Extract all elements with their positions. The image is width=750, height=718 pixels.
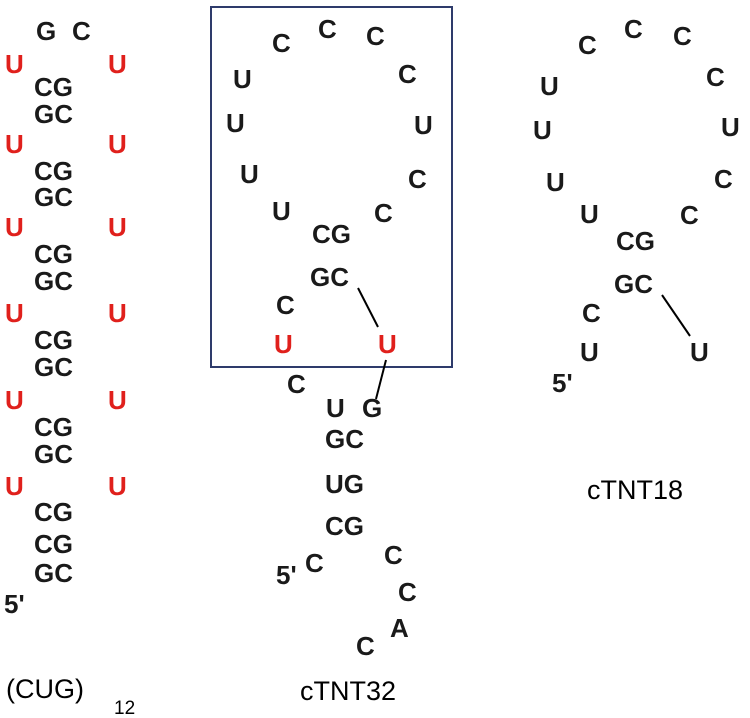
- nucleotide: U: [108, 212, 127, 242]
- base-pair: GC: [310, 262, 349, 292]
- nucleotide: G: [36, 16, 56, 46]
- nucleotide: C: [398, 59, 417, 89]
- nucleotide: U: [233, 64, 252, 94]
- nucleotide: U: [5, 385, 24, 415]
- nucleotide: C: [72, 16, 91, 46]
- five-prime-label: 5': [276, 560, 297, 590]
- nucleotide: U: [108, 49, 127, 79]
- base-pair: GC: [34, 439, 73, 469]
- nucleotide: C: [706, 62, 725, 92]
- nucleotide: U: [690, 337, 709, 367]
- base-pair: GC: [34, 266, 73, 296]
- highlight-box: [210, 6, 453, 368]
- caption-ctnt32: cTNT32: [300, 676, 396, 706]
- base-pair: GC: [34, 558, 73, 588]
- nucleotide: C: [408, 164, 427, 194]
- nucleotide: C: [714, 164, 733, 194]
- base-pair: GC: [325, 424, 364, 454]
- base-pair: CG: [34, 529, 73, 559]
- caption-ctnt18: cTNT18: [587, 475, 683, 505]
- nucleotide: U: [5, 212, 24, 242]
- nucleotide: U: [378, 329, 397, 359]
- nucleotide: C: [582, 298, 601, 328]
- nucleotide: C: [366, 21, 385, 51]
- nucleotide: U: [580, 337, 599, 367]
- nucleotide: G: [362, 393, 382, 423]
- nucleotide: U: [540, 71, 559, 101]
- base-pair: UG: [325, 469, 364, 499]
- base-pair: GC: [34, 182, 73, 212]
- nucleotide: U: [326, 393, 345, 423]
- nucleotide: C: [398, 577, 417, 607]
- nucleotide: C: [624, 14, 643, 44]
- structure-ctnt18: U U U U C C C C U C C CG GC C U 5' U cTN…: [533, 14, 740, 505]
- nucleotide: C: [578, 30, 597, 60]
- caption-subscript: 12: [114, 698, 135, 718]
- nucleotide: C: [680, 200, 699, 230]
- nucleotide: C: [272, 28, 291, 58]
- caption-cug12: (CUG): [6, 674, 84, 704]
- base-pair: CG: [325, 511, 364, 541]
- base-pair: CG: [34, 239, 73, 269]
- nucleotide: U: [226, 108, 245, 138]
- nucleotide: C: [318, 14, 337, 44]
- base-pair: CG: [34, 325, 73, 355]
- nucleotide: U: [414, 110, 433, 140]
- nucleotide: U: [5, 129, 24, 159]
- structure-ctnt32: U U U U C C C C U C C CG GC C U U C U G …: [226, 14, 433, 706]
- nucleotide: U: [5, 298, 24, 328]
- nucleotide: U: [580, 199, 599, 229]
- nucleotide: U: [5, 49, 24, 79]
- nucleotide: U: [108, 385, 127, 415]
- nucleotide: U: [108, 129, 127, 159]
- bond-line: [357, 287, 379, 328]
- base-pair: GC: [614, 269, 653, 299]
- bond-line: [375, 359, 387, 400]
- nucleotide: C: [356, 631, 375, 661]
- nucleotide: U: [108, 471, 127, 501]
- base-pair: GC: [34, 352, 73, 382]
- base-pair: GC: [34, 99, 73, 129]
- five-prime-label: 5': [552, 368, 573, 398]
- nucleotide: U: [546, 167, 565, 197]
- base-pair: CG: [312, 219, 351, 249]
- nucleotide: C: [287, 369, 306, 399]
- base-pair: CG: [34, 497, 73, 527]
- nucleotide: U: [108, 298, 127, 328]
- nucleotide: U: [272, 196, 291, 226]
- nucleotide: C: [276, 290, 295, 320]
- nucleotide: U: [240, 159, 259, 189]
- base-pair: CG: [34, 156, 73, 186]
- nucleotide: C: [673, 21, 692, 51]
- nucleotide: C: [374, 198, 393, 228]
- nucleotide: U: [721, 112, 740, 142]
- base-pair: CG: [34, 412, 73, 442]
- base-pair: CG: [616, 226, 655, 256]
- nucleotide: C: [384, 540, 403, 570]
- five-prime-label: 5': [4, 589, 25, 619]
- nucleotide: A: [390, 613, 409, 643]
- nucleotide: U: [5, 471, 24, 501]
- nucleotide: U: [274, 329, 293, 359]
- nucleotide: C: [305, 548, 324, 578]
- bond-line: [661, 294, 691, 337]
- base-pair: CG: [34, 72, 73, 102]
- structure-cug12: G C U U CG GC U U CG GC U U CG GC U U CG…: [4, 16, 135, 718]
- nucleotide: U: [533, 115, 552, 145]
